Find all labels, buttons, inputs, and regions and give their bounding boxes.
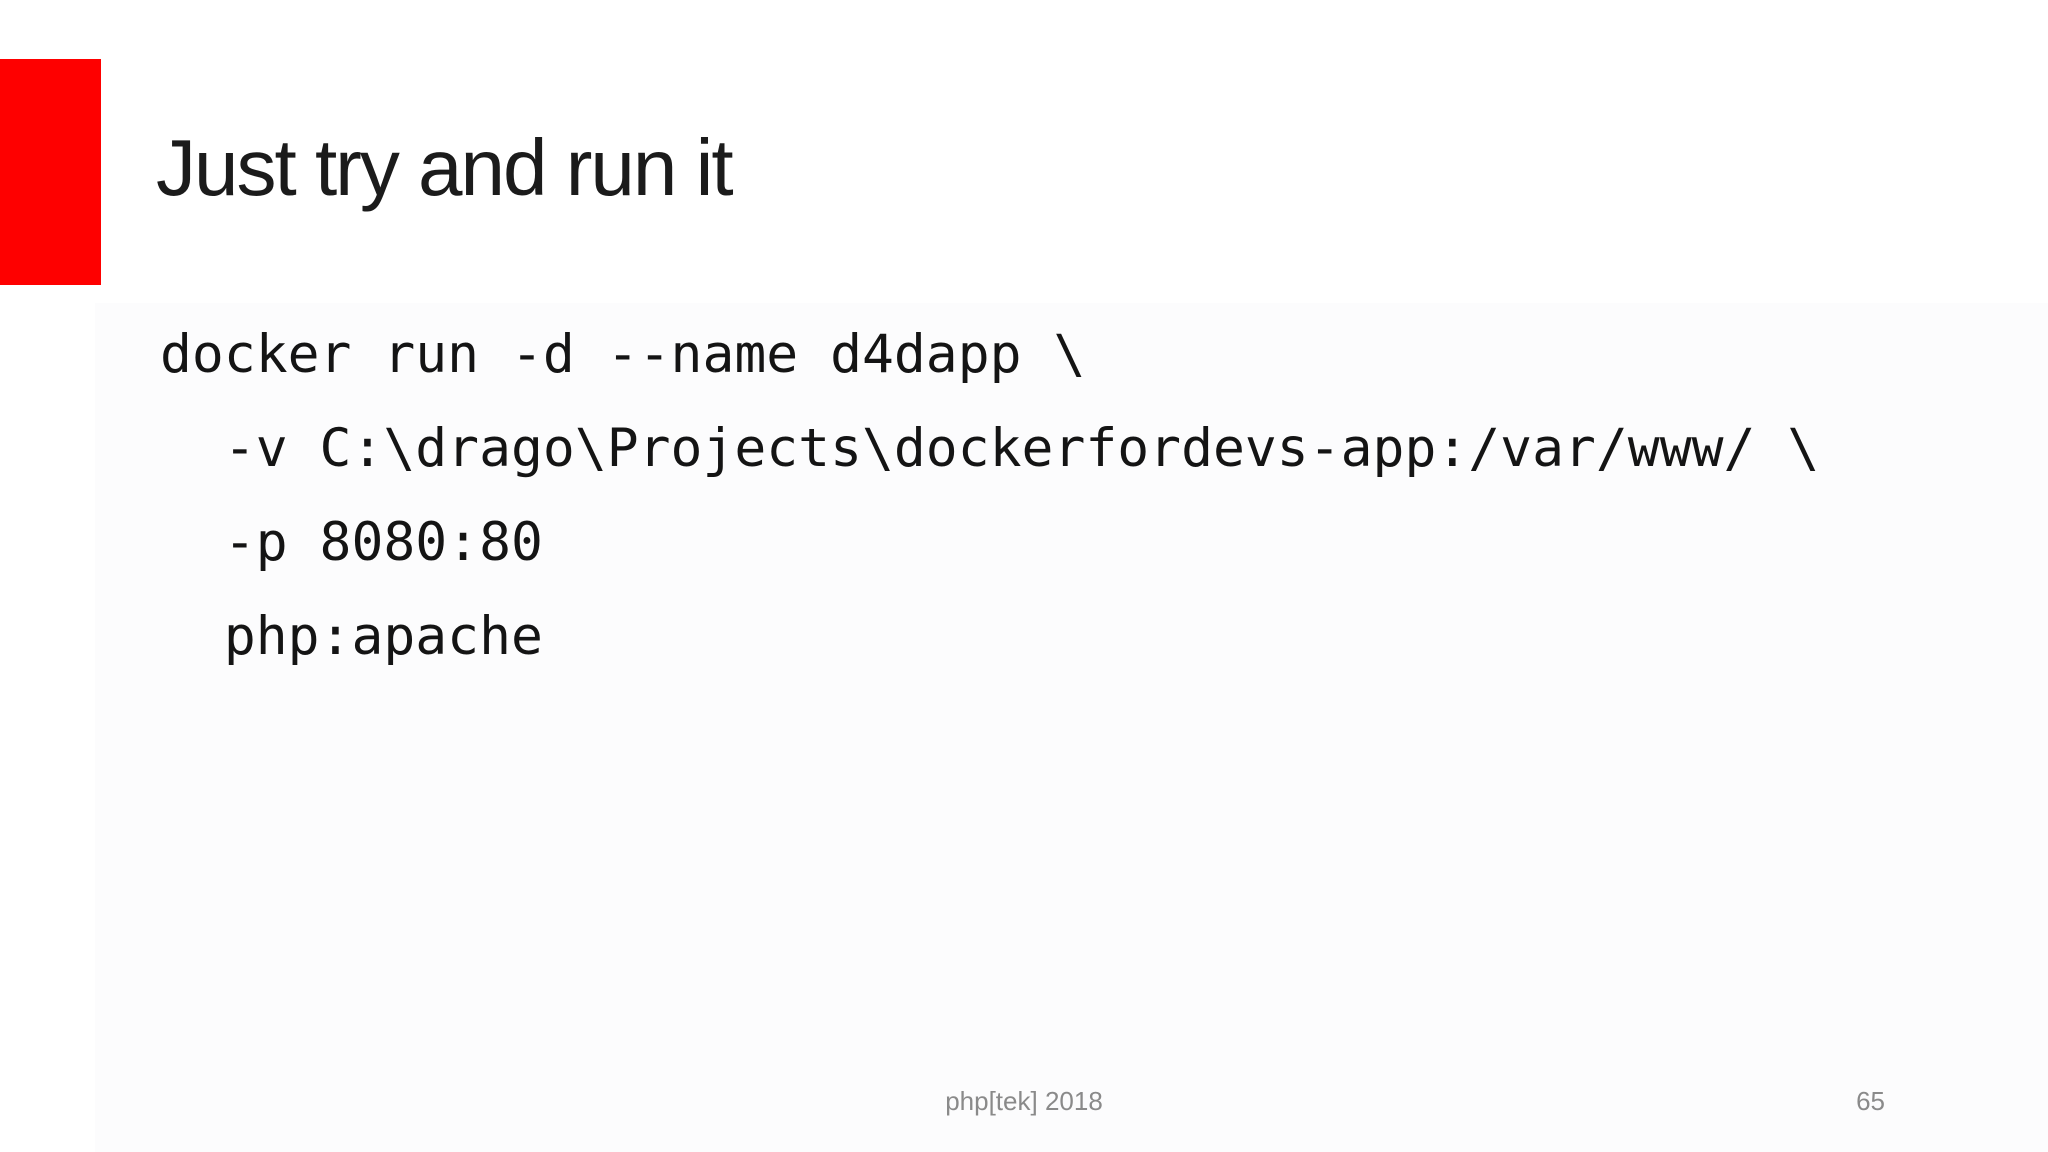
code-block: docker run -d --name d4dapp \ -v C:\drag… (160, 308, 1819, 684)
code-line-volume-flag: -v C:\drago\Projects\dockerfordevs-app:/… (160, 418, 1820, 479)
slide-title: Just try and run it (156, 123, 734, 212)
footer-page-number: 65 (1856, 1086, 1885, 1116)
footer-event-label: php[tek] 2018 (945, 1086, 1103, 1116)
code-line-docker-run: docker run -d --name d4dapp \ (160, 324, 1086, 385)
red-accent-bar (0, 59, 101, 285)
code-line-port-flag: -p 8080:80 (160, 512, 543, 573)
content-panel-background (95, 303, 2048, 1152)
code-line-image-name: php:apache (160, 606, 543, 667)
